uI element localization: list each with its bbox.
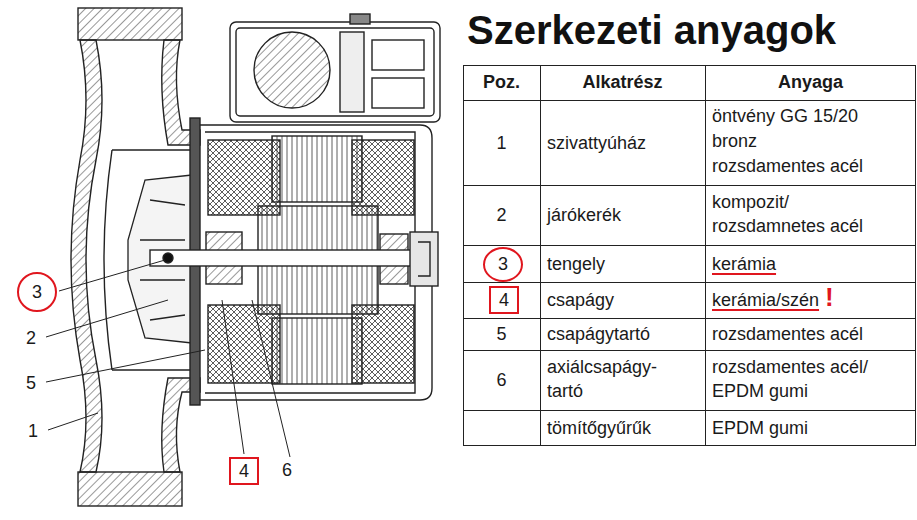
table-cell: tengely: [547, 253, 605, 275]
table-cell: kerámia/szén: [712, 289, 819, 311]
table-cell: rozsdamentes acél: [712, 155, 863, 177]
table-cell: 2: [463, 204, 540, 226]
callout-number: 4: [499, 290, 509, 310]
table-cell: tömítőgyűrűk: [547, 417, 651, 439]
table-cell: rozsdamentes acél: [712, 323, 863, 345]
callout-number: 4: [239, 461, 249, 481]
callout-box: 4: [229, 457, 259, 485]
table-cell: bronz: [712, 130, 757, 152]
table-cell: szivattyúház: [547, 132, 646, 154]
table-grid: [463, 65, 916, 446]
table-cell: járókerék: [547, 204, 621, 226]
table-cell: 5: [463, 323, 540, 345]
exclamation-mark: !: [825, 282, 834, 312]
leader-lines: [46, 260, 290, 457]
table-cell: EPDM gumi: [712, 380, 808, 402]
table-header: Anyaga: [705, 71, 916, 93]
table-cell: kerámia: [712, 253, 776, 275]
callout-number: 5: [26, 372, 36, 394]
table-cell: axiálcsapágy-: [547, 356, 657, 378]
callout-box: 4: [489, 286, 519, 314]
table-cell: rozsdamnetes acél: [712, 215, 863, 237]
table-cell: tartó: [547, 380, 583, 402]
table-cell: csapágy: [547, 289, 614, 311]
table-cell: öntvény GG 15/20: [712, 105, 858, 127]
table-cell: EPDM gumi: [712, 417, 808, 439]
table-header: Alkatrész: [540, 71, 705, 93]
table-cell: 1: [463, 132, 540, 154]
callout-number: 6: [282, 459, 292, 481]
title: Szerkezeti anyagok: [467, 6, 836, 54]
table-cell: 6: [463, 369, 540, 391]
callout-number: 1: [28, 420, 38, 442]
callout-number: 2: [26, 327, 36, 349]
callout-number: 3: [498, 254, 508, 274]
table-header: Poz.: [463, 71, 540, 93]
callout-number: 3: [32, 282, 42, 302]
table-cell: kompozit/: [712, 191, 789, 213]
callout-circle: 3: [17, 272, 57, 312]
terminal-box: [230, 14, 440, 122]
motor: [150, 118, 438, 405]
callout-circle: 3: [483, 247, 523, 282]
table-cell: rozsdamentes acél/: [712, 356, 868, 378]
table-cell: csapágytartó: [547, 323, 650, 345]
